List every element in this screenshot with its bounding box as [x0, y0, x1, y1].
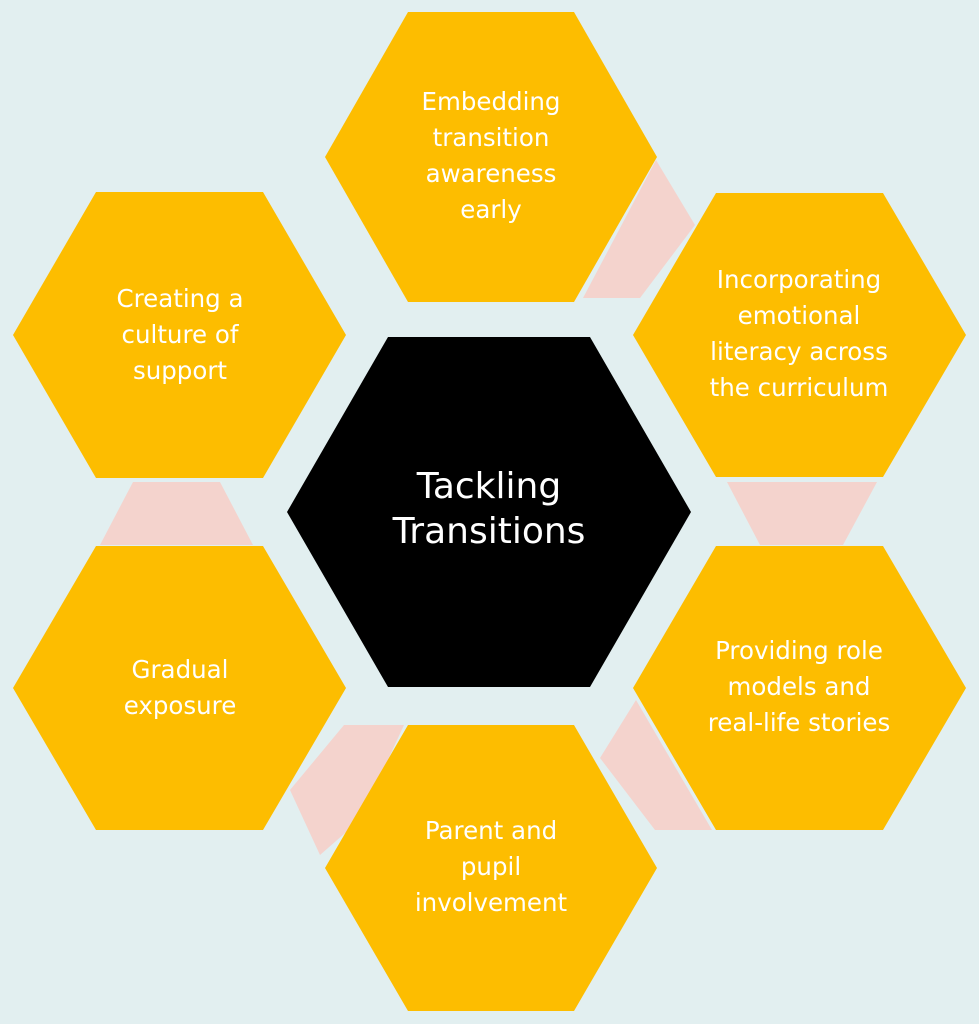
connectors	[100, 160, 877, 855]
text-line: Tackling	[416, 466, 561, 507]
text-line: the curriculum	[710, 373, 889, 402]
text-line: early	[460, 195, 521, 224]
connector-gradual-culture	[100, 482, 253, 545]
hex-role-models-shape	[633, 546, 966, 830]
text-line: models and	[728, 672, 871, 701]
connector-role-models-parent	[600, 700, 712, 830]
hex-embedding-label: Embedding transition awareness early	[422, 87, 561, 224]
text-line: exposure	[124, 691, 237, 720]
text-line: culture of	[122, 320, 240, 349]
text-line: transition	[433, 123, 550, 152]
connector-parent-gradual	[290, 725, 404, 855]
hex-parent-pupil-label: Parent and pupil involvement	[415, 816, 568, 917]
text-line: pupil	[461, 852, 521, 881]
hex-embedding: Embedding transition awareness early	[325, 12, 657, 302]
hex-culture: Creating a culture of support	[13, 192, 346, 478]
hex-gradual-label: Gradual exposure	[124, 655, 237, 720]
hex-emotional: Incorporating emotional literacy across the…	[633, 193, 966, 477]
hex-emotional-shape	[633, 193, 966, 477]
text-line: Parent and	[425, 816, 557, 845]
hex-parent-pupil: Parent and pupil involvement	[325, 725, 657, 1011]
hex-center-shape	[287, 337, 691, 687]
connector-emotional-role-models	[727, 482, 877, 545]
hex-role-models-label: Providing role models and real-life storie…	[708, 636, 890, 737]
hex-parent-pupil-shape	[325, 725, 657, 1011]
text-line: literacy across	[710, 337, 888, 366]
text-line: Gradual	[132, 655, 229, 684]
text-line: support	[133, 356, 227, 385]
text-line: Providing role	[715, 636, 883, 665]
hex-embedding-shape	[325, 12, 657, 302]
connector-embedding-emotional	[583, 160, 695, 298]
text-line: emotional	[738, 301, 861, 330]
hex-emotional-label: Incorporating emotional literacy across the…	[710, 265, 889, 402]
hex-role-models: Providing role models and real-life storie…	[633, 546, 966, 830]
text-line: Transitions	[392, 511, 586, 552]
text-line: Creating a	[116, 284, 243, 313]
text-line: awareness	[426, 159, 557, 188]
hex-culture-shape	[13, 192, 346, 478]
hex-culture-label: Creating a culture of support	[116, 284, 243, 385]
text-line: Incorporating	[717, 265, 881, 294]
hex-gradual-shape	[13, 546, 346, 830]
text-line: real-life stories	[708, 708, 890, 737]
text-line: Embedding	[422, 87, 561, 116]
text-line: involvement	[415, 888, 568, 917]
hex-gradual: Gradual exposure	[13, 546, 346, 830]
